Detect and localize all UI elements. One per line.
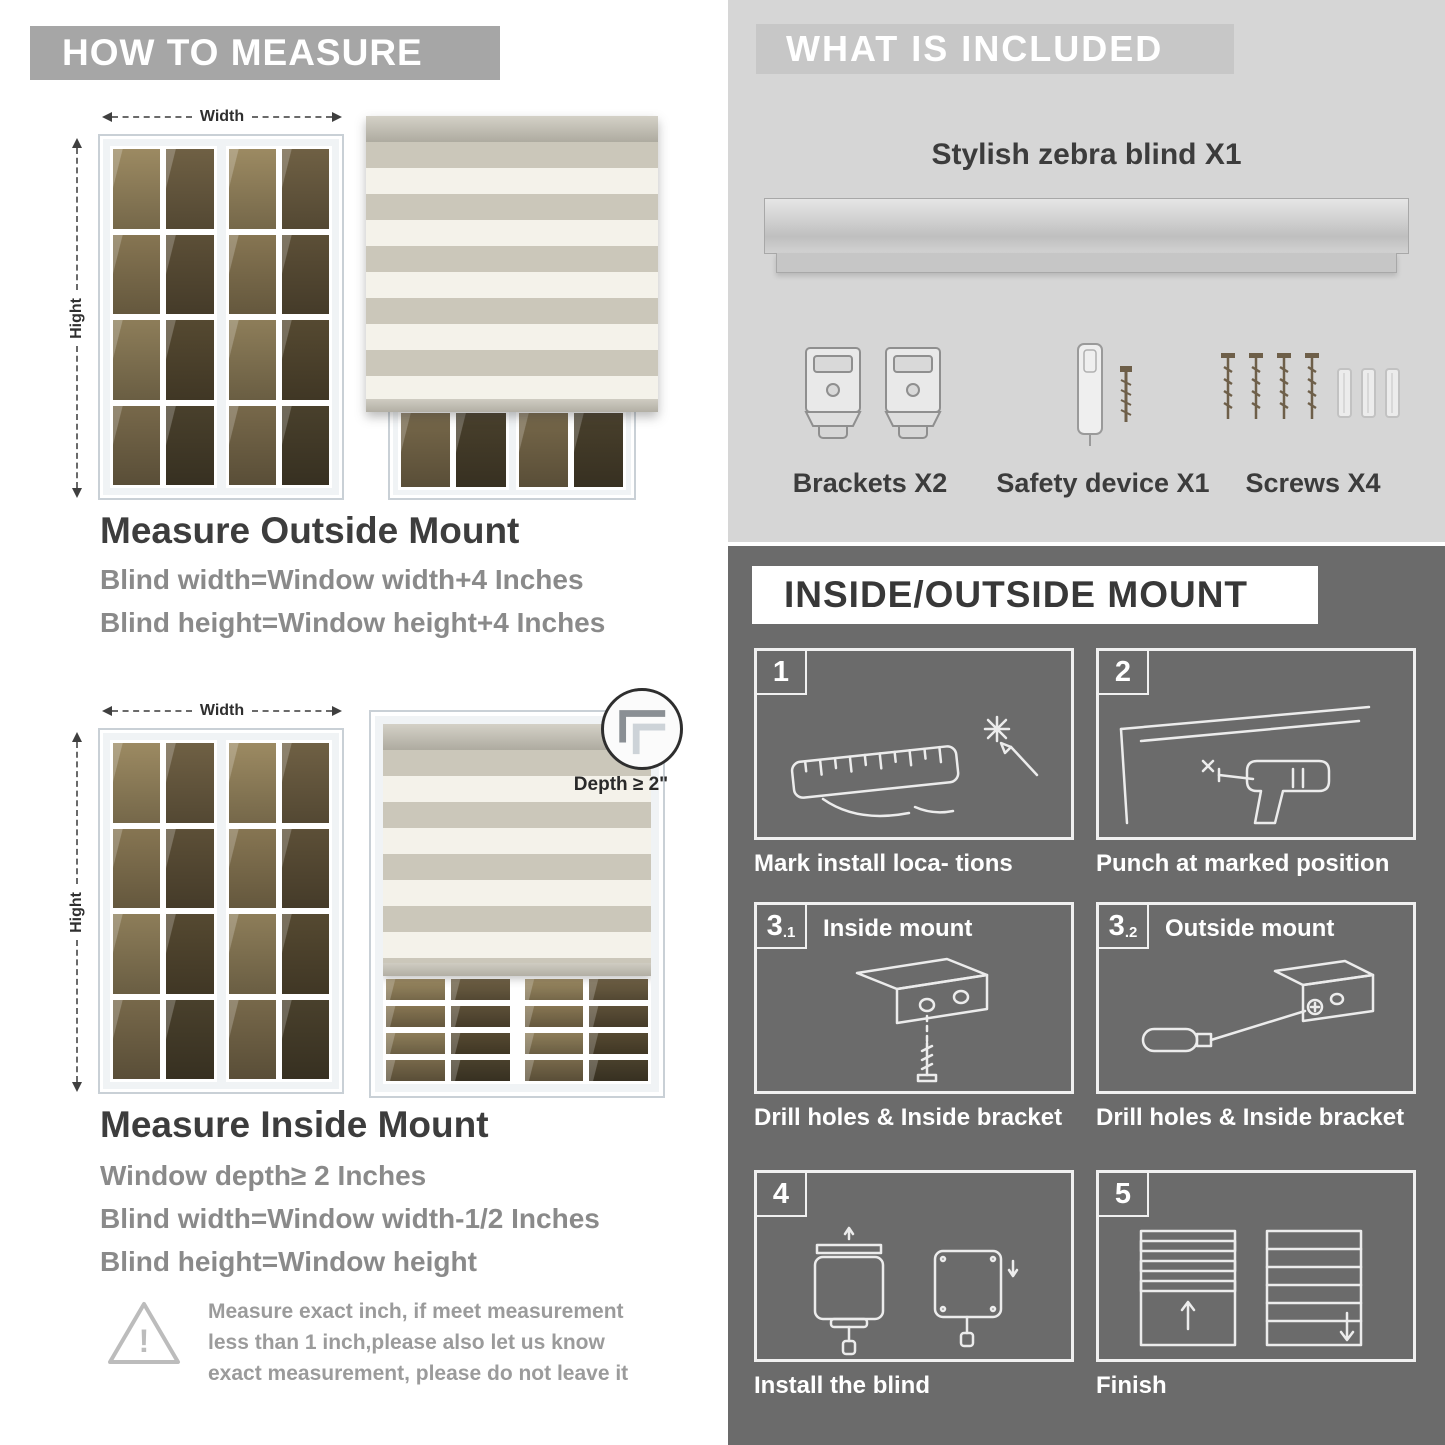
- step-4-panel: 4: [754, 1170, 1074, 1362]
- window-photo: [383, 976, 651, 1084]
- inside-bracket-icon: [855, 957, 989, 1083]
- step-3-2-number: 3.2: [1099, 905, 1149, 949]
- window-casement: [225, 740, 332, 1082]
- step-3-1: 3.1 Inside mount Drill holes & Insi: [754, 902, 1074, 1132]
- warning-triangle-icon: !: [108, 1302, 180, 1364]
- step-3-2-title: Outside mount: [1165, 915, 1335, 942]
- step-3-1-number: 3.1: [757, 905, 807, 949]
- step-5: 5 Finish: [1096, 1170, 1416, 1400]
- finished-blind-icon: [1139, 1229, 1363, 1347]
- height-label: Hight: [68, 891, 85, 933]
- svg-text:!: !: [139, 1323, 150, 1359]
- outside-height-rule: Blind height=Window height+4 Inches: [100, 607, 606, 638]
- brackets-icon: [783, 326, 963, 466]
- screws-label: Screws X4: [1245, 468, 1381, 498]
- window-photo: [98, 134, 344, 500]
- width-label: Width: [199, 108, 245, 125]
- outside-mount-illustration: Width Hight: [66, 102, 666, 504]
- zebra-blind-illustration: [383, 724, 651, 976]
- right-column: WHAT IS INCLUDED Stylish zebra blind X1: [728, 0, 1445, 1445]
- window-casement: [225, 146, 332, 488]
- headrail-illustration: [764, 198, 1409, 254]
- step-5-caption: Finish: [1096, 1372, 1167, 1399]
- how-to-measure-section: HOW TO MEASURE Width Hight: [30, 26, 683, 1389]
- how-to-measure-title: HOW TO MEASURE: [62, 32, 423, 73]
- brackets-label: Brackets X2: [792, 468, 948, 498]
- warning-text: Measure exact inch, if meet measurement …: [208, 1300, 629, 1385]
- step-4-number: 4: [757, 1173, 807, 1217]
- step-2-panel: 2: [1096, 648, 1416, 840]
- window-casement: [110, 146, 217, 488]
- zebra-blind-illustration: [366, 116, 658, 412]
- depth-callout-icon: [601, 688, 683, 770]
- install-blind-icon: [813, 1226, 1019, 1356]
- what-is-included-header: WHAT IS INCLUDED: [756, 24, 1234, 74]
- inside-depth-rule: Window depth≥ 2 Inches: [100, 1160, 427, 1191]
- step-4-caption: Install the blind: [754, 1372, 931, 1399]
- height-arrow: Hight: [68, 732, 86, 1092]
- outside-mount-title: Measure Outside Mount: [100, 510, 520, 551]
- what-is-included-section: WHAT IS INCLUDED Stylish zebra blind X1: [728, 0, 1445, 542]
- step-2: 2 Punch at marked position: [1096, 648, 1416, 878]
- drill-icon: [1119, 705, 1371, 825]
- window-casement: [110, 740, 217, 1082]
- step-4: 4: [754, 1170, 1074, 1400]
- window-frame: [369, 710, 665, 1098]
- step-2-caption: Punch at marked position: [1096, 850, 1390, 877]
- window-measure-diagram-outside: Width Hight: [66, 102, 344, 500]
- window-photo: [98, 728, 344, 1094]
- safety-device-icon: [1018, 326, 1188, 466]
- inside-height-rule: Blind height=Window height: [100, 1246, 477, 1277]
- step-1-number: 1: [757, 651, 807, 695]
- inside-width-rule: Blind width=Window width-1/2 Inches: [100, 1203, 600, 1234]
- step-3-2-panel: 3.2 Outside mount: [1096, 902, 1416, 1094]
- step-5-panel: 5: [1096, 1170, 1416, 1362]
- window-casement: [521, 976, 651, 1084]
- mount-header: INSIDE/OUTSIDE MOUNT: [752, 566, 1318, 624]
- width-arrow: Width: [102, 108, 342, 126]
- height-label: Hight: [68, 297, 85, 339]
- how-to-measure-header: HOW TO MEASURE: [30, 26, 500, 80]
- window-casement: [383, 976, 513, 1084]
- window-measure-diagram-inside: Width Hight: [66, 696, 344, 1094]
- step-1-panel: 1: [754, 648, 1074, 840]
- mount-title: INSIDE/OUTSIDE MOUNT: [784, 574, 1249, 615]
- depth-callout-label: Depth ≥ 2": [573, 774, 669, 795]
- step-3-1-caption: Drill holes & Inside bracket: [754, 1104, 1063, 1131]
- headrail-lip: [776, 253, 1397, 273]
- step-3-1-title: Inside mount: [823, 915, 973, 942]
- step-5-number: 5: [1099, 1173, 1149, 1217]
- width-arrow: Width: [102, 702, 342, 720]
- what-is-included-title: WHAT IS INCLUDED: [786, 28, 1164, 69]
- step-3-1-panel: 3.1 Inside mount: [754, 902, 1074, 1094]
- step-3-2-caption: Drill holes & Inside bracket: [1096, 1104, 1405, 1131]
- measure-tape-icon: [790, 715, 1039, 818]
- width-label: Width: [199, 702, 245, 719]
- step-1: 1 Mark install loca- tions: [754, 648, 1074, 878]
- step-1-caption: Mark install loca- tions: [754, 850, 1013, 877]
- inside-mount-title: Measure Inside Mount: [100, 1104, 489, 1145]
- outside-blind-illustration: [366, 116, 658, 500]
- zebra-blind-label: Stylish zebra blind X1: [931, 138, 1242, 171]
- safety-device-label: Safety device X1: [996, 468, 1210, 498]
- measure-warning: ! Measure exact inch, if meet measuremen…: [104, 1296, 649, 1389]
- inside-blind-illustration: Depth ≥ 2": [369, 688, 683, 1098]
- step-3-2: 3.2 Outside mount Drill holes & Ins: [1096, 902, 1416, 1132]
- step-2-number: 2: [1099, 651, 1149, 695]
- height-arrow: Hight: [68, 138, 86, 498]
- outside-width-rule: Blind width=Window width+4 Inches: [100, 564, 584, 595]
- mount-instructions-section: INSIDE/OUTSIDE MOUNT 1: [728, 546, 1445, 1445]
- inside-mount-illustration: Width Hight: [66, 688, 683, 1098]
- screws-icon: [1210, 326, 1410, 466]
- outside-bracket-icon: [1141, 959, 1375, 1053]
